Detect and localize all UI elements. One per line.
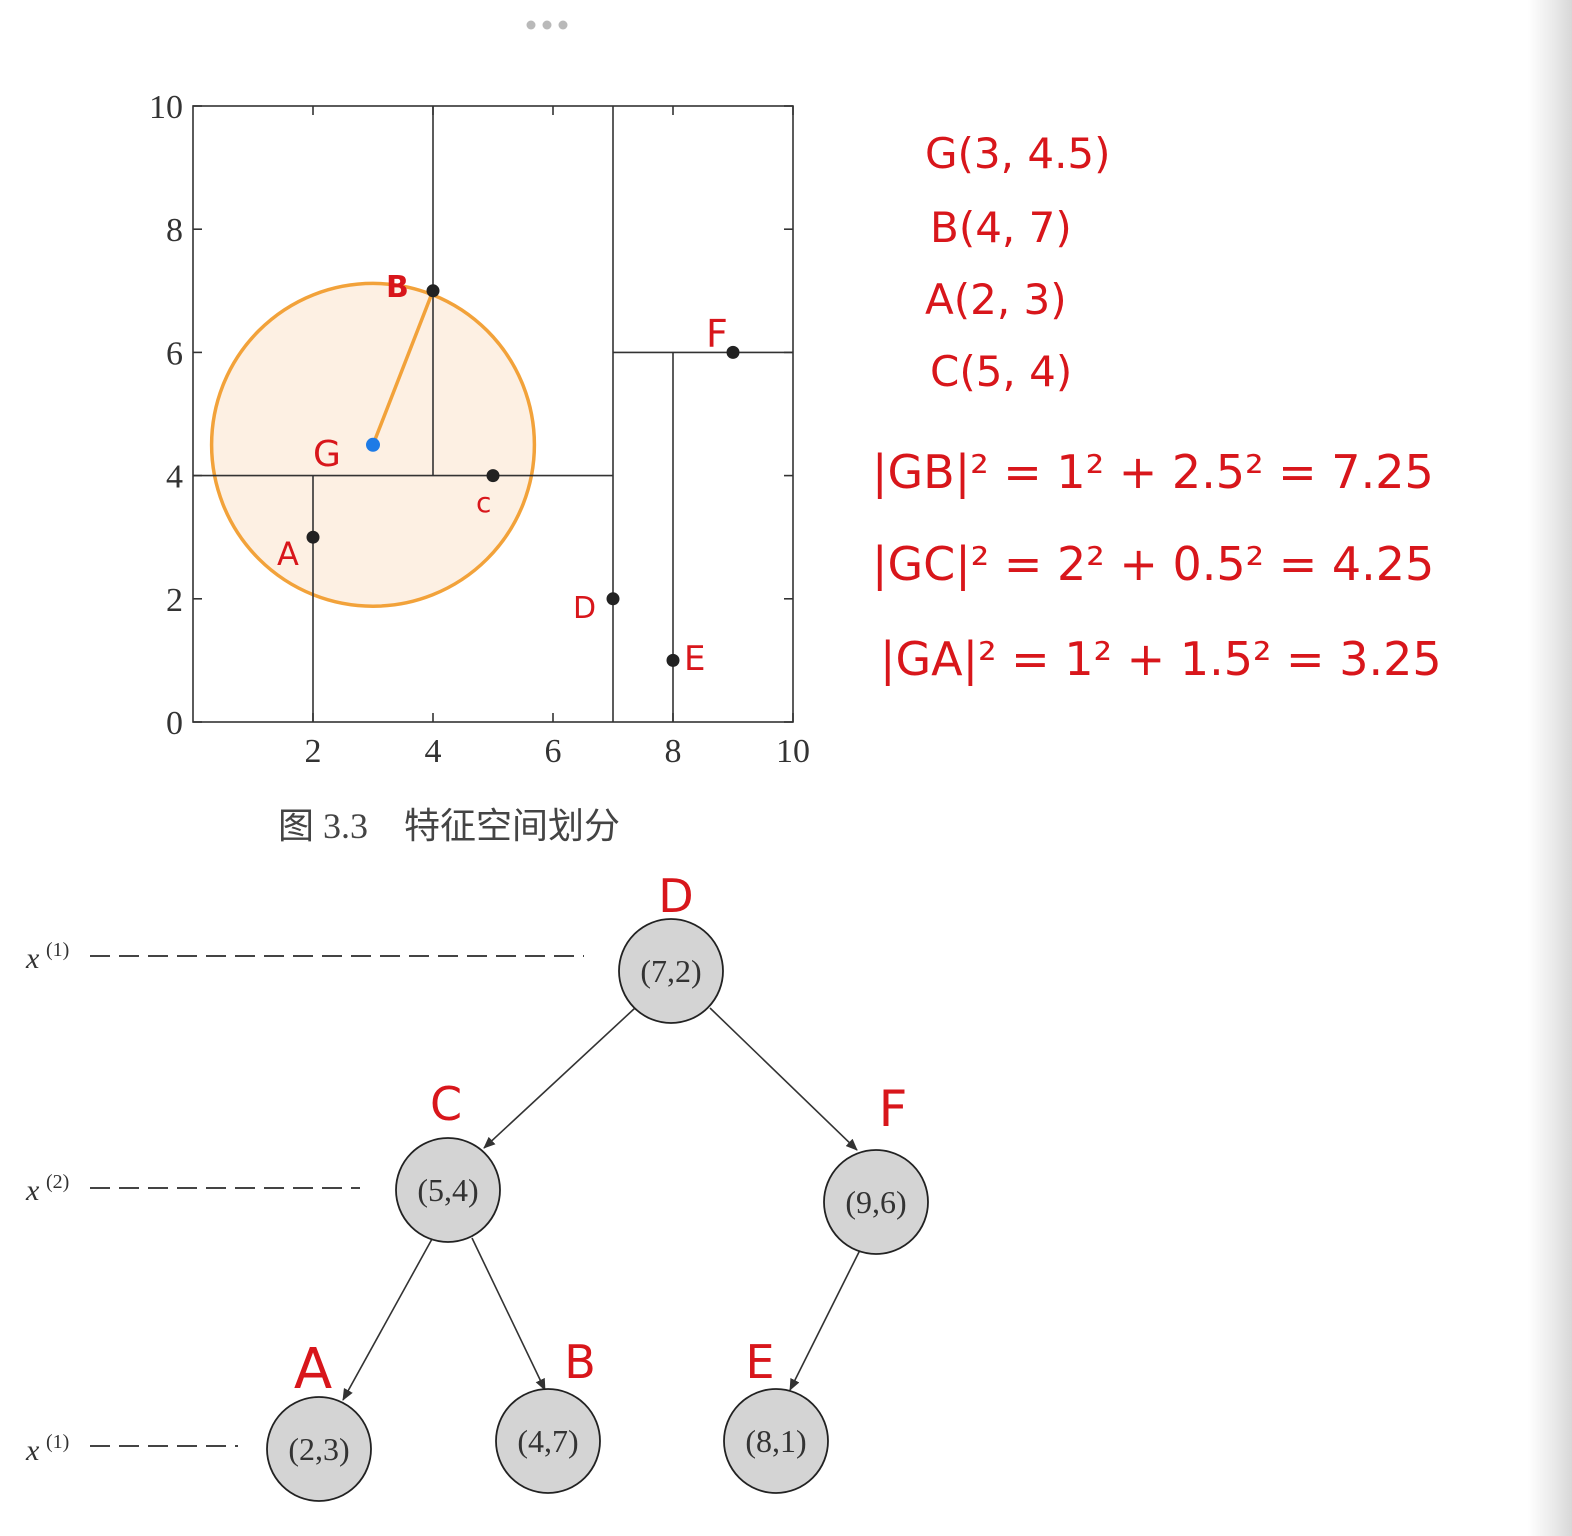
- plot-label-b: B: [386, 270, 409, 305]
- tree-edges: [342, 1007, 861, 1401]
- node-tag-rl: E: [745, 1335, 774, 1389]
- figure-caption: 图 3.3 特征空间划分: [278, 806, 620, 846]
- tree-node-left: (5,4) C: [395, 1077, 501, 1243]
- note-coord-b: B(4, 7): [930, 203, 1072, 252]
- node-circle-rl: [723, 1388, 829, 1494]
- note-eq-ga: |GA|² = 1² + 1.5² = 3.25: [880, 632, 1442, 687]
- level-label-3-sup: (1): [46, 1431, 69, 1453]
- feature-space-plot: 2 4 6 8 10 0 2 4 6 8 10: [149, 89, 810, 770]
- point-f: [726, 345, 740, 359]
- edge-left-ll: [342, 1238, 433, 1401]
- note-eq-gb: |GB|² = 1² + 2.5² = 7.25: [872, 445, 1434, 500]
- tree-node-rl: (8,1) E: [723, 1335, 829, 1494]
- edge-left-lr: [471, 1237, 546, 1391]
- level-label-1: x (1): [25, 939, 584, 975]
- note-eq-gc: |GC|² = 2² + 0.5² = 4.25: [872, 537, 1434, 592]
- data-points: [306, 284, 740, 667]
- point-a: [306, 530, 320, 544]
- y-tick-label-8: 8: [166, 212, 183, 249]
- point-b: [426, 284, 440, 298]
- y-tick-label-2: 2: [166, 582, 183, 619]
- level-label-2: x (2): [25, 1171, 360, 1207]
- y-tick-label-6: 6: [166, 335, 183, 372]
- node-circle-lr: [495, 1388, 601, 1494]
- level-label-3-var: x: [25, 1434, 40, 1467]
- y-tick-label-4: 4: [166, 459, 183, 496]
- plot-label-c: c: [476, 486, 491, 519]
- radius-line-layer: [371, 290, 435, 446]
- plot-label-f: F: [706, 312, 728, 356]
- plot-point-labels: B F G c A D E: [277, 270, 728, 679]
- note-coord-g: G(3, 4.5): [925, 129, 1111, 178]
- edge-root-left: [483, 1007, 636, 1149]
- point-d: [606, 592, 620, 606]
- node-value-ll: (2,3): [288, 1431, 349, 1467]
- level-label-2-var: x: [25, 1174, 40, 1207]
- note-coord-a: A(2, 3): [925, 275, 1067, 324]
- x-tick-label-6: 6: [545, 733, 562, 770]
- plot-label-d: D: [573, 591, 596, 626]
- y-tick-label-0: 0: [166, 705, 183, 742]
- tree-node-ll: (2,3) A: [266, 1337, 372, 1502]
- y-tick-label-10: 10: [149, 89, 183, 126]
- kd-tree: x (1) x (2) x (1) (7,2) D: [25, 869, 929, 1502]
- plot-label-g: G: [313, 434, 341, 475]
- x-tick-label-4: 4: [425, 733, 442, 770]
- plot-label-a: A: [277, 535, 299, 573]
- edge-right-rl: [789, 1249, 861, 1391]
- node-value-right: (9,6): [845, 1184, 906, 1220]
- node-tag-root: D: [658, 869, 693, 923]
- level-label-1-sup: (1): [46, 939, 69, 961]
- node-circle-root: [618, 918, 724, 1024]
- more-handle-icon[interactable]: [526, 20, 568, 30]
- plot-label-e: E: [684, 639, 705, 679]
- node-value-rl: (8,1): [745, 1423, 806, 1459]
- node-value-lr: (4,7): [517, 1423, 578, 1459]
- x-tick-label-8: 8: [665, 733, 682, 770]
- x-tick-label-10: 10: [776, 733, 810, 770]
- level-label-2-sup: (2): [46, 1171, 69, 1193]
- plot-frame: [192, 105, 794, 723]
- page-edge-shadow: [1528, 0, 1572, 1536]
- node-tag-left: C: [430, 1077, 462, 1131]
- node-circle-right: [823, 1149, 929, 1255]
- point-c: [486, 469, 500, 483]
- handwritten-notes: G(3, 4.5) B(4, 7) A(2, 3) C(5, 4) |GB|² …: [872, 129, 1442, 687]
- node-circle-left: [395, 1137, 501, 1243]
- node-value-root: (7,2): [640, 953, 701, 989]
- query-point-g: [366, 437, 380, 452]
- tree-node-lr: (4,7) B: [495, 1335, 601, 1494]
- tree-node-root: (7,2) D: [618, 869, 724, 1024]
- point-e: [666, 653, 680, 667]
- level-label-3: x (1): [25, 1431, 238, 1467]
- x-tick-label-2: 2: [305, 733, 322, 770]
- node-tag-ll: A: [294, 1337, 332, 1402]
- level-label-1-var: x: [25, 942, 40, 975]
- edge-root-right: [709, 1007, 858, 1151]
- radius-line-gb: [371, 290, 435, 446]
- node-circle-ll: [266, 1396, 372, 1502]
- node-value-left: (5,4): [417, 1172, 478, 1208]
- node-tag-lr: B: [564, 1335, 596, 1389]
- axis-ticks: 2 4 6 8 10 0 2 4 6 8 10: [149, 89, 810, 770]
- tree-node-right: (9,6) F: [823, 1080, 929, 1255]
- node-tag-right: F: [879, 1080, 908, 1138]
- note-coord-c: C(5, 4): [930, 347, 1072, 396]
